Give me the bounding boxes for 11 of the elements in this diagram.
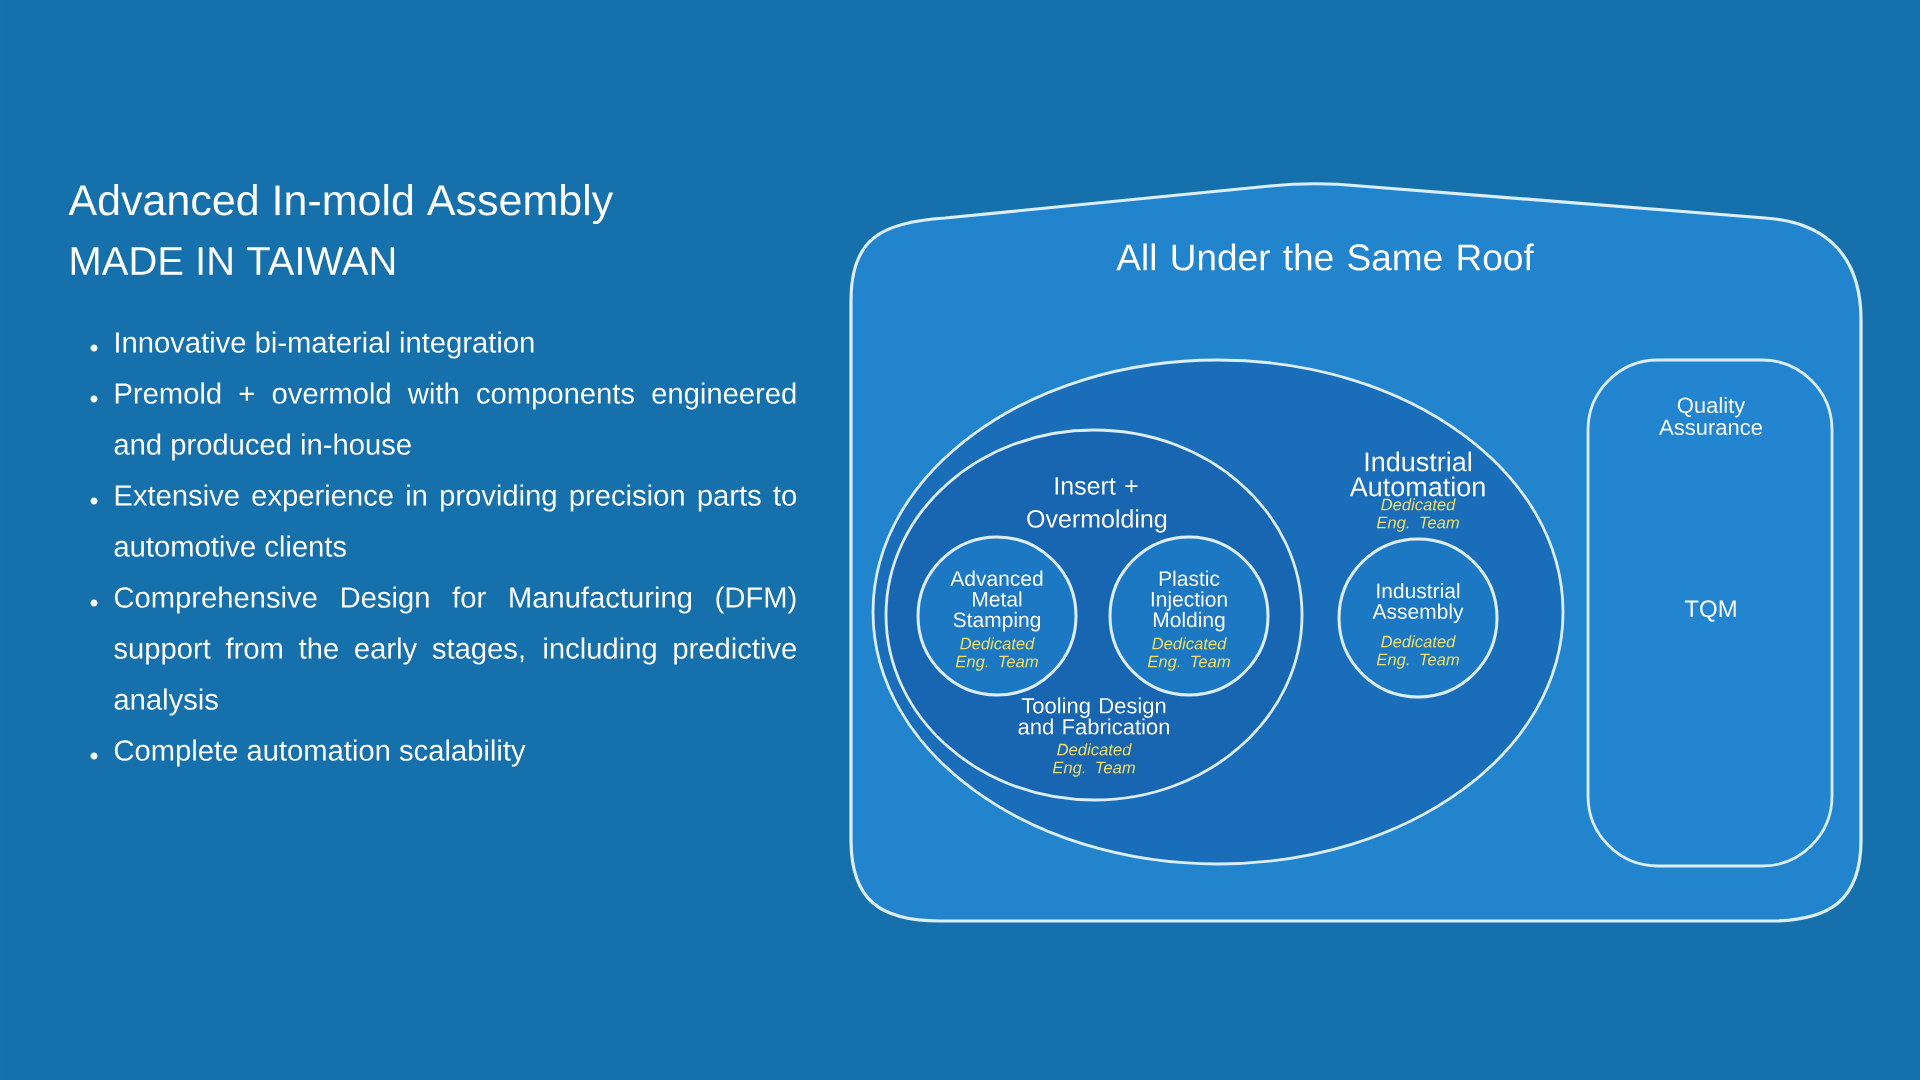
circle-region: Advanced Metal Stamping Dedicated Eng. Team: [916, 535, 1078, 697]
heading: Advanced In-mold Assembly: [68, 183, 614, 225]
circle-region: Industrial Assembly Dedicated Eng. Team: [1337, 537, 1499, 699]
bullet-text: Innovative bi-material integration: [116, 331, 534, 359]
bullet-text: Complete automation scalability: [114, 739, 526, 767]
circle-region: Plastic Injection Molding Dedicated Eng. Team: [1108, 535, 1270, 697]
rounded-panel: Quality Assurance TQM: [1586, 358, 1834, 868]
bullet-text: Comprehensive Design for Manufacturing (DFM) support from the early stages, including predictive analysis: [114, 586, 796, 716]
subheading: MADE IN TAIWAN: [71, 247, 395, 275]
bullet-text: Premold + overmold with components engineered and produced in-house: [114, 382, 796, 461]
bullet-text: Extensive experience in providing precision parts to automotive clients: [114, 484, 797, 557]
